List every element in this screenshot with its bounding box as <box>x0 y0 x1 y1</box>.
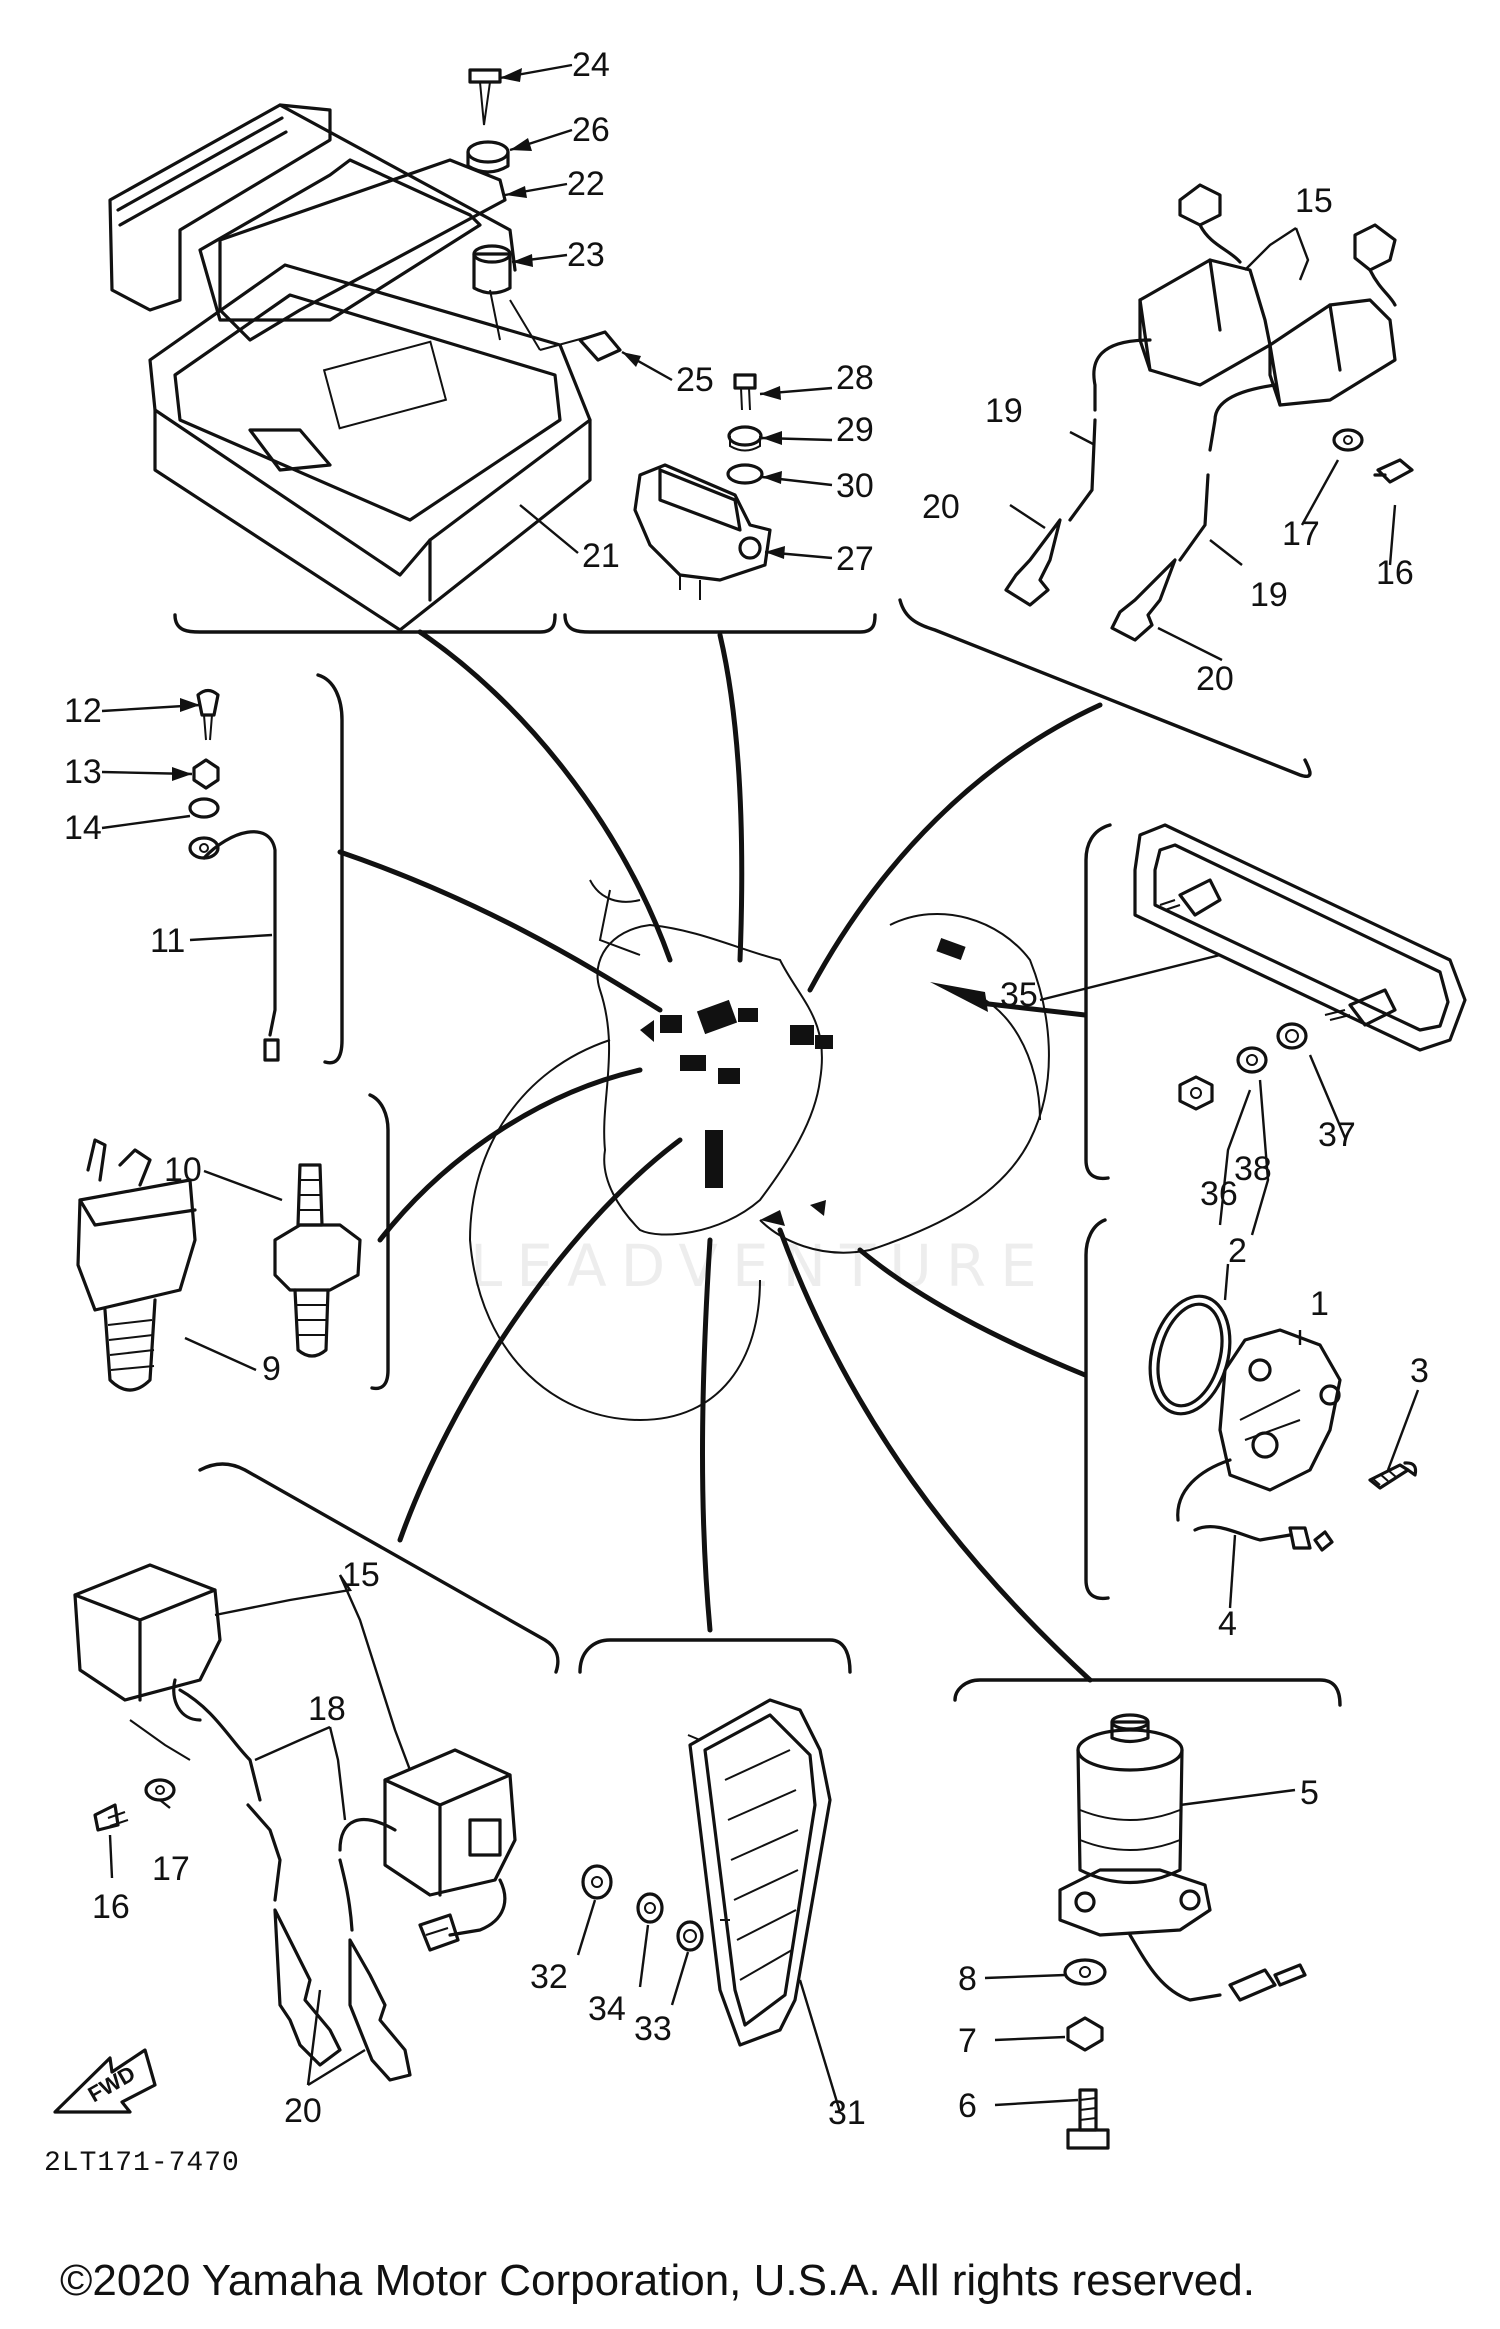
callout-20-rear-a: 20 <box>922 488 960 526</box>
ground-lead-group <box>188 688 280 1062</box>
callout-20-rear-b: 20 <box>1196 660 1234 698</box>
callout-numbers: 24 26 22 23 25 21 28 29 30 27 15 19 20 1… <box>64 46 1429 2132</box>
callout-17-front: 17 <box>152 1850 190 1888</box>
callout-21: 21 <box>582 537 620 575</box>
callout-4: 4 <box>1218 1605 1237 1643</box>
callout-32: 32 <box>530 1958 568 1996</box>
spoke-lines <box>337 629 1103 1683</box>
callout-38: 38 <box>1234 1150 1272 1188</box>
callout-22: 22 <box>567 165 605 203</box>
ignition-coil-group-front <box>73 1563 517 2082</box>
group-brackets <box>173 598 1342 1707</box>
callout-7: 7 <box>958 2022 977 2060</box>
callout-13: 13 <box>64 753 102 791</box>
callout-18: 18 <box>308 1690 346 1728</box>
callout-27: 27 <box>836 540 874 578</box>
callout-35: 35 <box>1000 976 1038 1014</box>
callout-36: 36 <box>1200 1175 1238 1213</box>
watermark: LEADVENTURE <box>470 1232 1051 1300</box>
callout-11: 11 <box>150 922 185 960</box>
cdi-unit-group <box>108 68 622 632</box>
callout-3: 3 <box>1410 1352 1429 1390</box>
callout-25: 25 <box>676 361 714 399</box>
callout-33: 33 <box>634 2010 672 2048</box>
callout-31: 31 <box>828 2094 866 2132</box>
callout-30: 30 <box>836 467 874 505</box>
fwd-arrow-icon: FWD <box>53 2048 157 2114</box>
callout-16-rear: 16 <box>1376 554 1414 592</box>
callout-19-rear-a: 19 <box>985 392 1023 430</box>
callout-12: 12 <box>64 692 102 730</box>
callout-1: 1 <box>1310 1285 1329 1323</box>
callout-10: 10 <box>164 1151 202 1189</box>
reflector-group <box>581 1698 832 2047</box>
callout-5: 5 <box>1300 1774 1319 1812</box>
callout-24: 24 <box>572 46 610 84</box>
callout-19-rear-b: 19 <box>1250 576 1288 614</box>
fuel-pump-group <box>1058 1713 1307 2150</box>
callout-29: 29 <box>836 411 874 449</box>
callout-6: 6 <box>958 2087 977 2125</box>
ignition-coil-group-rear <box>1004 183 1414 642</box>
callout-34: 34 <box>588 1990 626 2028</box>
callout-14: 14 <box>64 809 102 847</box>
callout-16-front: 16 <box>92 1888 130 1926</box>
pickup-coil-group <box>1148 1294 1418 1552</box>
callout-37: 37 <box>1318 1116 1356 1154</box>
copyright-notice: ©2020 Yamaha Motor Corporation, U.S.A. A… <box>60 2256 1255 2305</box>
callout-15-front: 15 <box>342 1556 380 1594</box>
leader-lines <box>101 63 1420 2113</box>
diagram-code: 2LT171-7470 <box>44 2148 240 2179</box>
callout-26: 26 <box>572 111 610 149</box>
callout-20-front: 20 <box>284 2092 322 2130</box>
callout-9: 9 <box>262 1350 281 1388</box>
callout-23: 23 <box>567 236 605 274</box>
callout-8: 8 <box>958 1960 977 1998</box>
tail-light-group <box>1133 823 1467 1111</box>
callout-2: 2 <box>1228 1232 1247 1270</box>
motorcycle-frame-outline <box>468 879 1050 1422</box>
switch-group <box>76 1138 362 1392</box>
callout-15-rear: 15 <box>1295 182 1333 220</box>
callout-17-rear: 17 <box>1282 515 1320 553</box>
callout-28: 28 <box>836 359 874 397</box>
regulator-group <box>633 373 772 600</box>
